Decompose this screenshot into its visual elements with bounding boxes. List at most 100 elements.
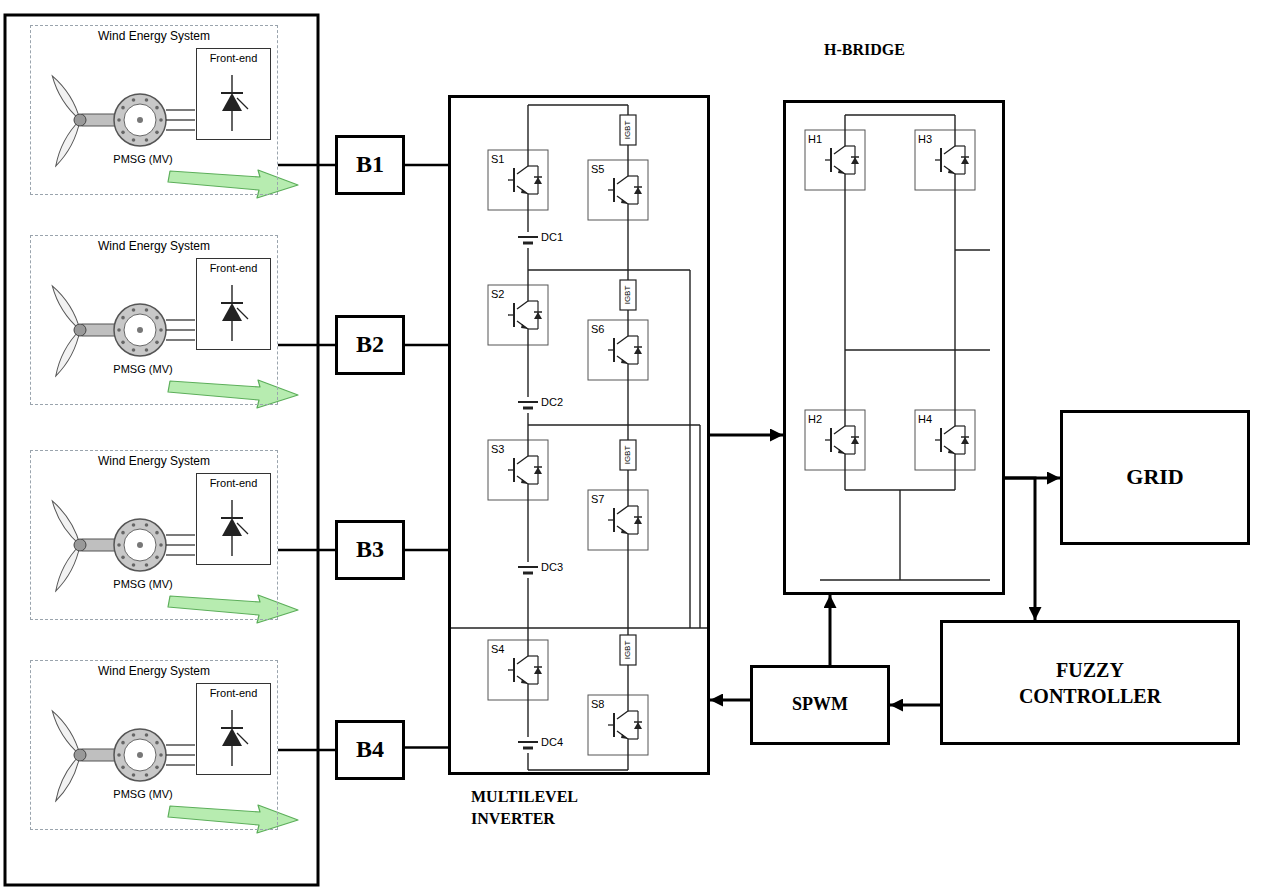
generator-rotor [124, 529, 156, 561]
caption-text: PMSG (MV) [103, 578, 183, 590]
stator-slot [159, 543, 163, 547]
wire [221, 727, 243, 729]
stator-slot [117, 118, 121, 122]
wire [166, 544, 195, 545]
igbt-switch [588, 320, 648, 380]
front-end-box: Front-end [196, 683, 271, 775]
shaft [137, 327, 143, 333]
component-label: DC3 [541, 561, 563, 573]
stator-slot [145, 138, 149, 142]
wire [628, 175, 638, 176]
collector-lead [517, 285, 528, 309]
wire [954, 115, 955, 130]
wire [845, 145, 855, 146]
stator-slot [159, 328, 163, 332]
wire [166, 554, 195, 555]
power-flow-arrow [168, 595, 298, 623]
generator-rotor [124, 314, 156, 346]
wire [166, 744, 195, 745]
stator-slot [121, 741, 125, 745]
emitter-arrow [948, 449, 955, 454]
caption-text: Wind Energy System [31, 239, 277, 253]
switch-frame [588, 320, 648, 380]
diode-triangle [851, 157, 859, 164]
wire [237, 308, 248, 319]
wire [231, 111, 232, 131]
component-label: H2 [808, 413, 822, 425]
module-label: IGBT [624, 446, 632, 465]
stator-slot [159, 118, 163, 122]
wire [231, 75, 232, 93]
component-label: S4 [491, 643, 504, 655]
wire [627, 470, 628, 490]
h-bridge-switch [915, 410, 975, 470]
stator-slot [121, 131, 125, 135]
wire [627, 550, 628, 635]
component-label: S8 [591, 698, 604, 710]
caption-text: Wind Energy System [31, 29, 277, 43]
wire [628, 335, 638, 336]
wire [231, 321, 232, 341]
wire [231, 746, 232, 766]
wire [513, 303, 515, 327]
nacelle [82, 539, 116, 551]
caption-text: Wind Energy System [31, 664, 277, 678]
wire [166, 319, 195, 320]
emitter-arrow [838, 449, 845, 454]
wire [231, 500, 232, 518]
stator-slot [132, 523, 136, 527]
wire [820, 579, 990, 580]
igbt-module [620, 115, 636, 145]
wire [528, 424, 700, 425]
emitter-lead [834, 166, 845, 190]
wire [961, 156, 969, 158]
component-label: S6 [591, 323, 604, 335]
emitter-arrow [621, 529, 628, 534]
emitter-lead [517, 321, 528, 345]
nacelle [82, 114, 116, 126]
stator-slot [159, 753, 163, 757]
block-label: GRID [1120, 463, 1189, 492]
generator-stator [114, 94, 166, 146]
wire [634, 186, 642, 188]
connector [278, 749, 335, 752]
switch-frame [915, 410, 975, 470]
wire [534, 176, 542, 178]
connector [890, 704, 940, 707]
wire [231, 536, 232, 556]
stator-slot [121, 341, 125, 345]
stator-slot [145, 563, 149, 567]
stator-slot [145, 773, 149, 777]
component-label: DC4 [541, 736, 563, 748]
wire [513, 458, 515, 482]
diode-triangle [534, 177, 542, 184]
block-box: B2 [335, 315, 405, 375]
stator-slot [145, 348, 149, 352]
caption-text: Front-end [197, 52, 270, 64]
wire [528, 328, 538, 329]
stator-slot [155, 316, 159, 320]
wire [844, 190, 845, 410]
wire [627, 755, 628, 770]
diode-triangle [634, 347, 642, 354]
wire [940, 428, 942, 452]
igbt-module [620, 635, 636, 665]
stator-slot [121, 106, 125, 110]
wire [627, 380, 628, 440]
wire [613, 508, 615, 532]
diode-triangle [534, 667, 542, 674]
wind-system-box: Wind Energy SystemPMSG (MV)Front-end [30, 450, 278, 620]
wire [627, 220, 628, 280]
wire [166, 329, 195, 330]
front-end-box: Front-end [196, 258, 271, 350]
stator-slot [121, 316, 125, 320]
block-label: FUZZY CONTROLLER [999, 657, 1181, 709]
wire [634, 721, 642, 723]
wire [534, 666, 542, 668]
stator-slot [155, 131, 159, 135]
emitter-lead [617, 731, 628, 755]
collector-lead [834, 410, 845, 434]
stator-slot [117, 543, 121, 547]
h-bridge-switch [915, 130, 975, 190]
wire [448, 627, 710, 628]
